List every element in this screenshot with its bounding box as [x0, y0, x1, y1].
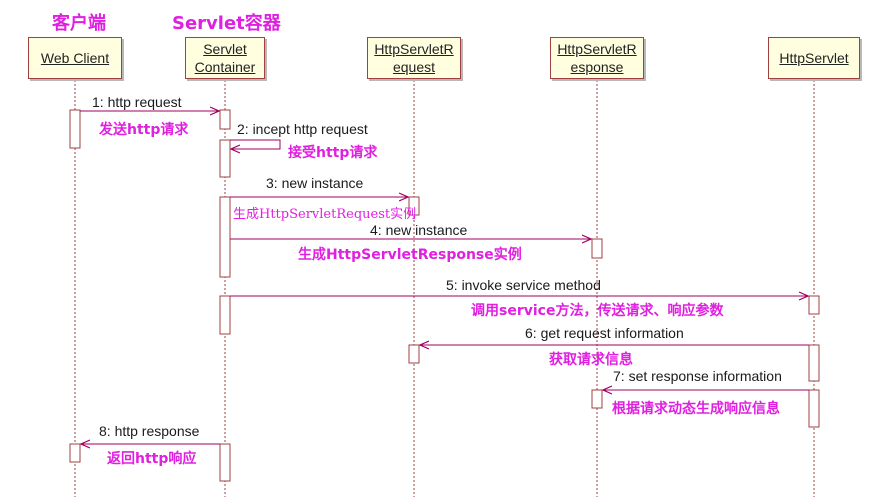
activation-container-5	[219, 443, 231, 482]
participant-label: esponse	[570, 59, 624, 75]
container-heading: Servlet容器	[172, 13, 281, 34]
activation-servlet-1	[808, 295, 820, 315]
participant-http-servlet-request: HttpServletR equest	[367, 37, 461, 79]
participant-servlet-container: Servlet Container	[185, 37, 265, 79]
participant-label: HttpServlet	[779, 50, 849, 66]
activation-servlet-2	[808, 344, 820, 382]
client-heading: 客户端	[52, 13, 106, 34]
activation-client-2	[69, 443, 81, 463]
message-arrow-2	[230, 139, 281, 149]
activation-response-2	[591, 389, 603, 409]
participant-http-servlet: HttpServlet	[768, 37, 860, 79]
message-note-3: 生成HttpServletRequest实例	[233, 207, 417, 222]
message-note-6: 获取请求信息	[549, 352, 633, 368]
participant-label: equest	[392, 59, 436, 75]
message-label-8: 8: http response	[99, 423, 200, 439]
participant-label: HttpServletR	[557, 41, 637, 57]
participant-web-client: Web Client	[28, 37, 122, 79]
participant-http-servlet-response: HttpServletR esponse	[550, 37, 644, 79]
activation-container-3	[219, 196, 231, 278]
message-note-5: 调用service方法，传送请求、响应参数	[471, 303, 724, 319]
activation-client-1	[69, 109, 81, 149]
activation-response-1	[591, 238, 603, 259]
activation-request-2	[408, 344, 420, 364]
participant-label: HttpServletR	[374, 41, 454, 57]
message-label-4: 4: new instance	[370, 222, 468, 238]
activation-request-1	[408, 196, 420, 216]
activation-servlet-3	[808, 389, 820, 428]
activation-container-1	[219, 109, 231, 130]
message-label-7: 7: set response information	[613, 368, 782, 384]
message-note-8: 返回http响应	[107, 451, 197, 467]
message-note-7: 根据请求动态生成响应信息	[612, 401, 780, 417]
participant-label: Web Client	[40, 50, 110, 66]
message-label-2: 2: incept http request	[237, 121, 368, 137]
message-note-4: 生成HttpServletResponse实例	[298, 247, 522, 263]
activation-container-4	[219, 295, 231, 335]
participant-label: Servlet	[203, 41, 247, 57]
message-label-3: 3: new instance	[266, 175, 364, 191]
message-label-1: 1: http request	[92, 94, 182, 110]
message-label-6: 6: get request information	[525, 325, 684, 341]
message-note-1: 发送http请求	[99, 122, 189, 138]
participant-label: Container	[194, 59, 256, 75]
message-note-2: 接受http请求	[288, 145, 378, 161]
activation-container-2	[219, 139, 231, 178]
message-label-5: 5: invoke service method	[446, 277, 601, 293]
